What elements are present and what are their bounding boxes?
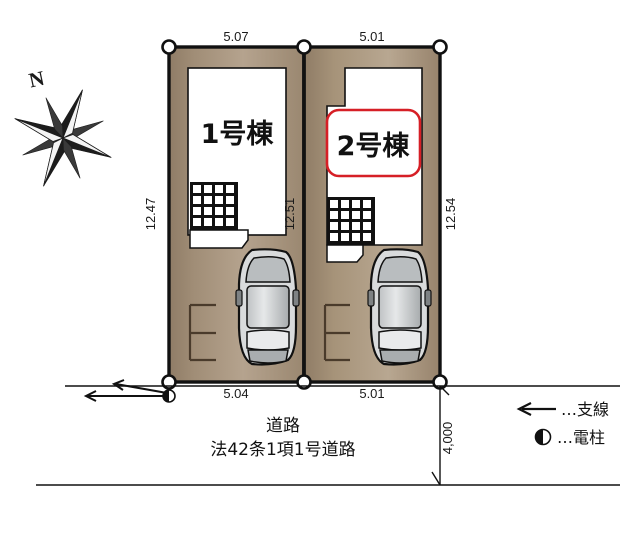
car-top-view-icon xyxy=(367,248,432,366)
road-area xyxy=(36,385,620,486)
dim-top-right: 5.01 xyxy=(359,29,384,44)
stairs-grid-icon xyxy=(326,197,375,263)
guy-wire-arrow-icon xyxy=(83,379,168,402)
legend-item-guy-wire: …支線 xyxy=(516,400,609,419)
building-label-1: 1号棟 xyxy=(201,119,275,150)
dim-right-side: 12.54 xyxy=(443,198,458,231)
dim-bottom-right: 5.01 xyxy=(359,386,384,401)
dim-top-left: 5.07 xyxy=(223,29,248,44)
legend: …支線 …電柱 xyxy=(516,400,609,447)
legend-item-utility-pole: …電柱 xyxy=(534,428,605,447)
road-label: 道路 xyxy=(266,416,300,436)
compass-north-label: N xyxy=(27,66,47,93)
car-top-view-icon xyxy=(235,248,300,366)
road-spec-label: 法42条1項1号道路 xyxy=(210,440,355,460)
legend-label-utility-pole: …電柱 xyxy=(557,428,605,447)
arrow-left-icon xyxy=(516,402,556,416)
lot-2-highlight-box xyxy=(325,108,422,178)
dim-road-width: 4,000 xyxy=(440,422,455,455)
lot-1-group[interactable] xyxy=(167,45,306,384)
building-label-2: 2号棟 xyxy=(337,131,411,162)
half-circle-icon xyxy=(534,428,552,446)
stairs-grid-icon xyxy=(189,182,249,249)
dim-bottom-left: 5.04 xyxy=(223,386,248,401)
lot-2-group[interactable] xyxy=(302,45,442,384)
dim-middle-side: 12.51 xyxy=(282,198,297,231)
legend-label-guy-wire: …支線 xyxy=(561,400,609,419)
dim-left-side: 12.47 xyxy=(143,198,158,231)
compass-rose-icon xyxy=(14,89,112,187)
